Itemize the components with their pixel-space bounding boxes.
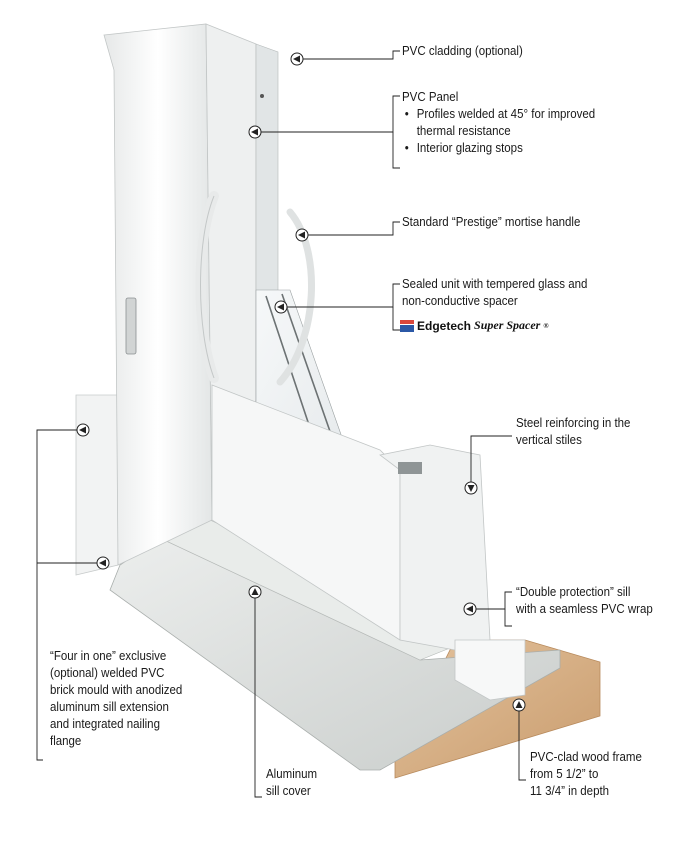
label-four-in-one-line-4: aluminum sill extension — [50, 700, 169, 714]
label-pvc-cladding: PVC cladding (optional) — [402, 43, 523, 60]
label-steel: Steel reinforcing in the vertical stiles — [516, 415, 630, 449]
label-pvc-panel-bullet-1-cont: thermal resistance — [416, 124, 511, 138]
edgetech-logo-tagline: Super Spacer — [474, 318, 541, 332]
leader-lines — [36, 50, 526, 798]
label-sill-line-2: with a seamless PVC wrap — [516, 602, 653, 616]
leader-sealed-unit — [281, 283, 400, 308]
handle-interior — [276, 208, 315, 386]
label-sill: “Double protection” sill with a seamless… — [516, 584, 653, 618]
leader-sill — [470, 591, 512, 610]
label-wood-frame: PVC-clad wood frame from 5 1/2” to 11 3/… — [530, 749, 642, 800]
arrow-handle — [298, 231, 305, 239]
label-four-in-one-line-2: (optional) welded PVC — [50, 666, 165, 680]
arrow-wood-frame — [515, 701, 523, 708]
brick-mould — [75, 394, 119, 576]
leader-pvc-cladding — [297, 50, 400, 60]
leader-handle — [302, 221, 400, 236]
label-four-in-one-line-3: brick mould with anodized — [50, 683, 183, 697]
label-wood-frame-line-2: from 5 1/2” to — [530, 767, 599, 781]
leader-pvc-panel — [255, 95, 400, 133]
leader-sealed-unit-bottom — [392, 307, 400, 331]
leader-pvc-panel-bottom — [392, 132, 400, 169]
label-pvc-panel-bullet-1: Profiles welded at 45° for improved — [402, 106, 595, 123]
label-sealed-unit-line-1: Sealed unit with tempered glass and — [402, 277, 588, 291]
leader-steel — [470, 435, 512, 488]
label-pvc-cladding-text: PVC cladding (optional) — [402, 44, 523, 58]
sill-wrap — [454, 639, 526, 701]
label-aluminum: Aluminum sill cover — [266, 766, 317, 800]
edgetech-logo-registered: ® — [543, 321, 549, 330]
lock-hardware — [125, 297, 137, 355]
edgetech-logo-icon — [400, 319, 414, 332]
arrow-four-in-one — [79, 426, 86, 434]
label-four-in-one-line-6: flange — [50, 734, 82, 748]
label-aluminum-line-1: Aluminum — [266, 767, 318, 781]
edgetech-logo: Edgetech Super Spacer® — [400, 318, 549, 333]
screw-hole — [260, 94, 264, 98]
label-pvc-panel-bullets: Profiles welded at 45° for improved ther… — [402, 106, 595, 157]
label-sealed-unit-line-2: non-conductive spacer — [402, 294, 518, 308]
label-steel-line-2: vertical stiles — [516, 433, 582, 447]
arrow-sill — [466, 605, 473, 613]
label-aluminum-line-2: sill cover — [266, 784, 311, 798]
outer-stile — [103, 23, 213, 566]
arrow-aluminum — [251, 588, 259, 595]
arrow-four-in-one-2 — [99, 559, 106, 567]
arrow-steel — [467, 485, 475, 492]
label-handle: Standard “Prestige” mortise handle — [402, 214, 580, 231]
marker-arrows — [79, 55, 523, 708]
label-sealed-unit: Sealed unit with tempered glass and non-… — [402, 276, 587, 310]
label-handle-text: Standard “Prestige” mortise handle — [402, 215, 581, 229]
leader-aluminum — [254, 592, 262, 798]
leader-sill-bottom — [504, 609, 512, 627]
arrow-pvc-cladding — [293, 55, 300, 63]
label-pvc-panel-title: PVC Panel — [402, 90, 459, 104]
label-wood-frame-line-3: 11 3/4” in depth — [530, 784, 610, 798]
steel-reinforcement — [398, 462, 422, 474]
label-pvc-panel-bullet-2: Interior glazing stops — [402, 140, 595, 157]
edgetech-logo-name: Edgetech — [417, 318, 472, 333]
window-illustration — [75, 23, 601, 779]
label-wood-frame-line-1: PVC-clad wood frame — [530, 750, 642, 764]
label-steel-line-1: Steel reinforcing in the — [516, 416, 631, 430]
arrow-sealed-unit — [277, 303, 284, 311]
label-four-in-one-line-5: and integrated nailing — [50, 717, 160, 731]
label-four-in-one: “Four in one” exclusive (optional) welde… — [50, 648, 182, 750]
arrow-pvc-panel — [251, 128, 258, 136]
leader-four-in-one — [36, 429, 83, 761]
handle-exterior-shade — [200, 195, 215, 379]
label-pvc-panel: PVC Panel Profiles welded at 45° for imp… — [402, 89, 595, 157]
leader-wood-frame — [518, 705, 526, 781]
label-sill-line-1: “Double protection” sill — [516, 585, 631, 599]
label-four-in-one-line-1: “Four in one” exclusive — [50, 649, 167, 663]
